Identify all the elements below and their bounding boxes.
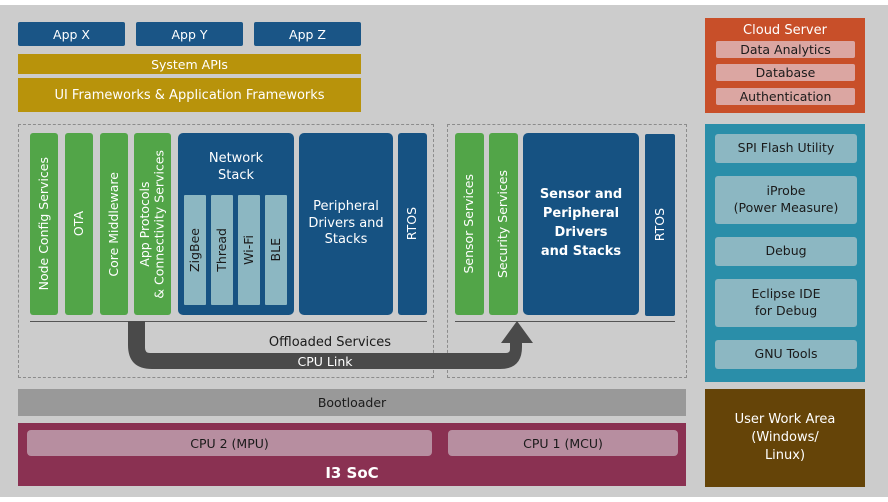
security-services-label: Security Services bbox=[495, 169, 511, 278]
soc-title-text: I3 SoC bbox=[325, 464, 379, 482]
user-work-area-line-3: Linux) bbox=[764, 448, 806, 464]
peripheral-drivers-line-3: Stacks bbox=[324, 232, 368, 248]
tool-eclipse-ide: Eclipse IDE for Debug bbox=[715, 279, 857, 327]
cpu-link-label: CPU Link bbox=[200, 353, 450, 369]
tool-eclipse-line-1: Eclipse IDE bbox=[751, 286, 821, 302]
app-protocols-label: App Protocols & Connectivity Services bbox=[137, 149, 167, 299]
rtos-mcu-label: RTOS bbox=[651, 208, 667, 242]
frameworks-label: UI Frameworks & Application Frameworks bbox=[54, 87, 325, 103]
rtos-mpu-label: RTOS bbox=[404, 207, 420, 241]
tool-iprobe-line-1: iProbe bbox=[766, 183, 806, 199]
sensor-services-box: Sensor Services bbox=[455, 133, 484, 315]
app-protocols-line-1: App Protocols bbox=[137, 181, 153, 267]
cpu1-label: CPU 1 (MCU) bbox=[523, 435, 603, 451]
app-z-label: App Z bbox=[289, 26, 326, 42]
app-y-label: App Y bbox=[171, 26, 208, 42]
protocol-zigbee: ZigBee bbox=[184, 195, 206, 305]
app-y-box: App Y bbox=[136, 22, 243, 46]
peripheral-drivers-line-2: Drivers and bbox=[308, 215, 384, 231]
core-middleware-box: Core Middleware bbox=[100, 133, 128, 315]
tool-spi-flash-label: SPI Flash Utility bbox=[737, 140, 835, 156]
bootloader-label: Bootloader bbox=[317, 395, 387, 410]
app-protocols-line-2: & Connectivity Services bbox=[151, 149, 167, 299]
soc-title: I3 SoC bbox=[18, 461, 686, 485]
protocol-wifi-label: Wi-Fi bbox=[240, 235, 256, 265]
user-work-area-line-1: User Work Area bbox=[734, 411, 836, 427]
cloud-item-database-label: Database bbox=[755, 65, 816, 80]
tool-iprobe-line-2: (Power Measure) bbox=[733, 200, 839, 215]
mcu-services-baseline bbox=[455, 321, 675, 322]
node-config-services-box: Node Config Services bbox=[30, 133, 58, 315]
app-x-label: App X bbox=[53, 26, 90, 42]
cloud-item-authentication: Authentication bbox=[716, 88, 855, 105]
ota-label: OTA bbox=[70, 211, 86, 237]
cpu-link-arrow bbox=[128, 321, 533, 369]
mcu-software-region bbox=[447, 124, 687, 378]
cpu2-mpu-box: CPU 2 (MPU) bbox=[27, 430, 432, 456]
protocol-thread: Thread bbox=[211, 195, 233, 305]
mpu-services-baseline bbox=[30, 321, 427, 322]
cpu-link-text: CPU Link bbox=[297, 353, 353, 369]
tool-debug: Debug bbox=[715, 237, 857, 266]
network-stack-title-line-1: Network bbox=[208, 151, 264, 166]
user-work-area-line-2: (Windows/ bbox=[751, 429, 819, 445]
sensor-drivers-line-1: Sensor and bbox=[539, 187, 623, 203]
protocol-zigbee-label: ZigBee bbox=[186, 228, 202, 272]
cloud-item-data-analytics: Data Analytics bbox=[716, 41, 855, 58]
offloaded-services-text: Offloaded Services bbox=[268, 334, 392, 350]
dev-tools-box: SPI Flash Utility iProbe (Power Measure)… bbox=[705, 124, 865, 382]
tool-gnu-tools: GNU Tools bbox=[715, 340, 857, 369]
sensor-drivers-line-4: and Stacks bbox=[540, 243, 622, 259]
core-middleware-label: Core Middleware bbox=[105, 171, 121, 277]
sensor-drivers-line-2: Peripheral bbox=[542, 206, 620, 222]
cpu-link-arrow-path bbox=[128, 321, 533, 369]
soc-box: CPU 2 (MPU) CPU 1 (MCU) I3 SoC bbox=[18, 423, 686, 486]
user-work-area-box: User Work Area (Windows/ Linux) bbox=[705, 389, 865, 487]
node-config-services-label: Node Config Services bbox=[35, 157, 51, 291]
peripheral-drivers-box: Peripheral Drivers and Stacks bbox=[299, 133, 393, 315]
cloud-item-data-analytics-label: Data Analytics bbox=[740, 42, 831, 57]
app-x-box: App X bbox=[18, 22, 125, 46]
tool-spi-flash-utility: SPI Flash Utility bbox=[715, 134, 857, 163]
cpu2-label: CPU 2 (MPU) bbox=[190, 435, 269, 451]
protocol-wifi: Wi-Fi bbox=[238, 195, 260, 305]
app-z-box: App Z bbox=[254, 22, 361, 46]
protocol-thread-label: Thread bbox=[213, 228, 229, 272]
tool-gnu-tools-label: GNU Tools bbox=[754, 346, 818, 362]
tool-iprobe: iProbe (Power Measure) bbox=[715, 176, 857, 224]
network-stack-box: Network Stack ZigBee Thread Wi-Fi BLE bbox=[178, 133, 294, 315]
architecture-diagram: App X App Y App Z System APIs UI Framewo… bbox=[0, 5, 888, 497]
peripheral-drivers-line-1: Peripheral bbox=[313, 198, 379, 214]
rtos-mpu-box: RTOS bbox=[398, 133, 427, 315]
sensor-drivers-line-3: Drivers bbox=[554, 225, 608, 240]
system-apis-label: System APIs bbox=[151, 56, 228, 72]
protocol-ble-label: BLE bbox=[267, 238, 283, 262]
tool-debug-label: Debug bbox=[765, 243, 807, 259]
cloud-item-authentication-label: Authentication bbox=[739, 89, 832, 104]
cpu1-mcu-box: CPU 1 (MCU) bbox=[448, 430, 678, 456]
ota-box: OTA bbox=[65, 133, 93, 315]
protocol-ble: BLE bbox=[265, 195, 287, 305]
sensor-peripheral-drivers-box: Sensor and Peripheral Drivers and Stacks bbox=[523, 133, 639, 315]
cloud-server-title: Cloud Server bbox=[705, 21, 865, 39]
cloud-item-database: Database bbox=[716, 64, 855, 81]
frameworks-box: UI Frameworks & Application Frameworks bbox=[18, 78, 361, 112]
system-apis-box: System APIs bbox=[18, 54, 361, 74]
mpu-software-region bbox=[18, 124, 434, 378]
network-stack-title: Network Stack bbox=[178, 151, 294, 185]
tool-eclipse-line-2: for Debug bbox=[754, 303, 818, 318]
bootloader-box: Bootloader bbox=[18, 389, 686, 416]
rtos-mcu-box: RTOS bbox=[645, 134, 675, 316]
offloaded-services-label: Offloaded Services bbox=[200, 333, 460, 351]
sensor-services-label: Sensor Services bbox=[461, 174, 477, 274]
network-stack-title-line-2: Stack bbox=[218, 167, 254, 183]
cloud-server-box: Cloud Server Data Analytics Database Aut… bbox=[705, 18, 865, 113]
cloud-server-title-text: Cloud Server bbox=[743, 22, 827, 38]
security-services-box: Security Services bbox=[489, 133, 518, 315]
app-protocols-box: App Protocols & Connectivity Services bbox=[134, 133, 171, 315]
